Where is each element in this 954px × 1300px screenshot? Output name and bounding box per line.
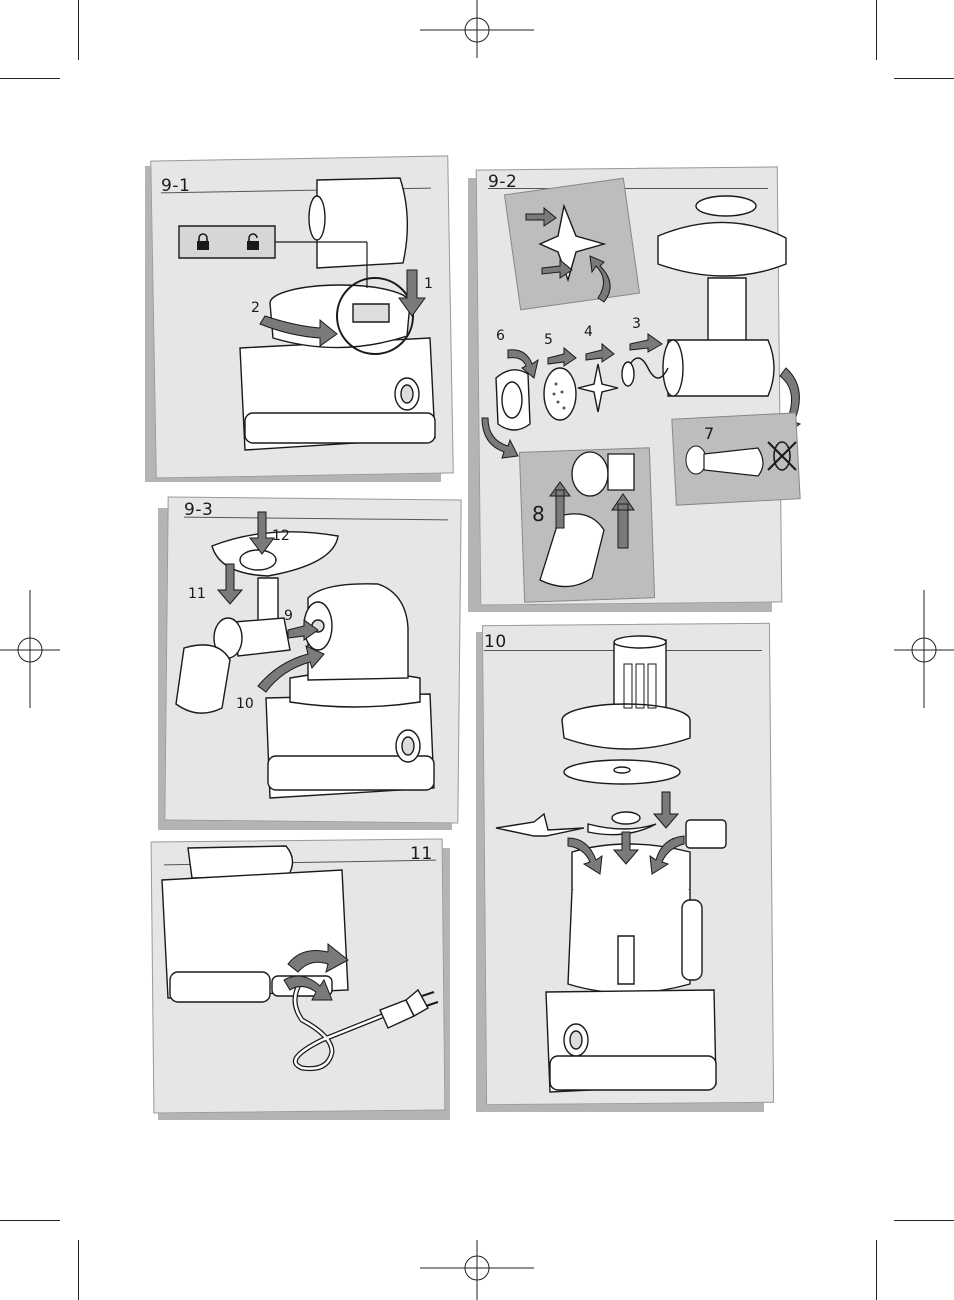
power-cord-illustration: [152, 840, 452, 1122]
step-12: 12: [272, 528, 290, 544]
panel-11: 11: [152, 840, 452, 1122]
step-2: 2: [251, 300, 260, 316]
no-rotate-icon: [764, 438, 800, 474]
mincer-assembly-illustration: [468, 168, 780, 614]
step-4: 4: [584, 324, 593, 340]
unlock-icon: [245, 232, 261, 252]
step-9: 9: [284, 608, 293, 624]
panel-9-3: 9-3 12 11: [158, 498, 460, 832]
panel-9-1: 9-1: [145, 158, 451, 484]
step-7: 7: [704, 424, 714, 443]
step-3: 3: [632, 316, 641, 332]
food-processor-assembly-illustration: [476, 624, 772, 1114]
step-8: 8: [532, 502, 545, 526]
panel-10: 10: [476, 624, 772, 1114]
step-6: 6: [496, 328, 505, 344]
step-5: 5: [544, 332, 553, 348]
panel-9-2: 9-2: [468, 168, 780, 614]
step-11: 11: [188, 586, 206, 602]
step-10: 10: [236, 696, 254, 712]
lock-icon: [195, 232, 211, 252]
processor-lock-illustration: [145, 158, 451, 484]
mincer-mounting-illustration: [158, 498, 460, 832]
step-1: 1: [424, 276, 433, 292]
